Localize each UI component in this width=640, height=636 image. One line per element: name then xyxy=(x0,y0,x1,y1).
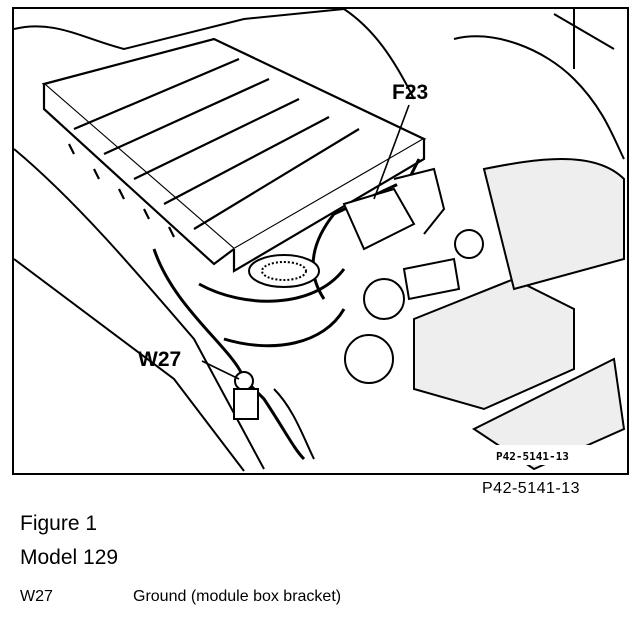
figure-reference-number: P42-5141-13 xyxy=(482,480,581,497)
body-outline xyxy=(14,9,625,472)
ground-point-w27 xyxy=(233,371,315,460)
leader-lines xyxy=(201,104,410,380)
callout-w27: W27 xyxy=(138,348,181,371)
model-label: Model 129 xyxy=(20,546,119,569)
engine-bay-illustration: F23 W27 P42-5141-13 xyxy=(12,7,629,475)
legend-description-w27: Ground (module box bracket) xyxy=(133,588,342,605)
module-box xyxy=(41,37,427,273)
figure-title: Figure 1 xyxy=(20,512,98,535)
callout-f23: F23 xyxy=(392,81,428,104)
legend-code-w27: W27 xyxy=(20,588,53,605)
inner-reference-label: P42-5141-13 xyxy=(496,450,569,463)
inner-fender xyxy=(413,158,626,471)
engine-components xyxy=(248,167,525,384)
